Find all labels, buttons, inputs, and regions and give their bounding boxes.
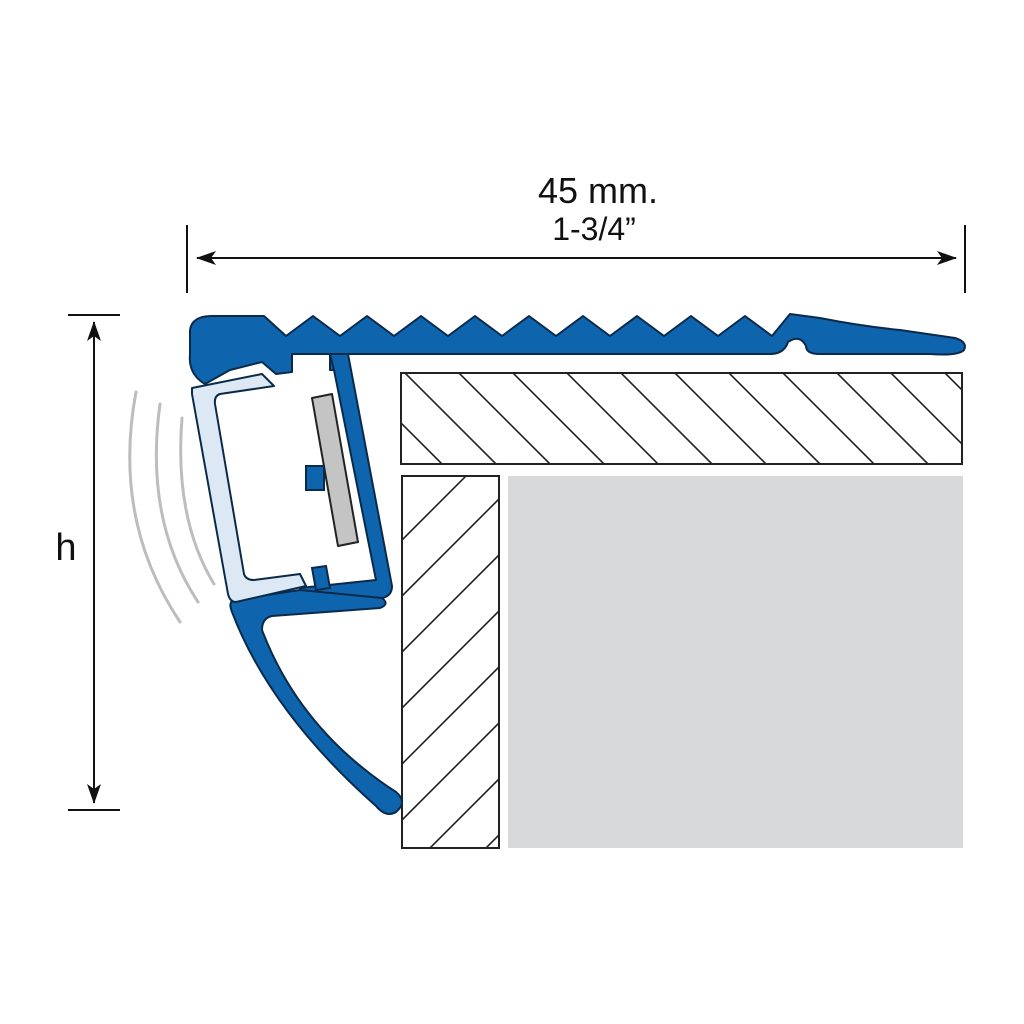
profile-riser-leg bbox=[229, 589, 403, 815]
height-dimension: h bbox=[55, 314, 120, 811]
profile-clip-stub bbox=[310, 564, 332, 592]
tread-hatch bbox=[401, 373, 962, 464]
width-dimension: 45 mm. 1-3/4” bbox=[186, 170, 966, 293]
led-strip-board bbox=[311, 393, 359, 547]
led-chip bbox=[305, 465, 325, 491]
height-label: h bbox=[55, 527, 76, 569]
riser-hatch bbox=[402, 476, 499, 848]
light-waves-icon bbox=[128, 390, 216, 624]
stair-tread bbox=[400, 372, 963, 465]
width-label-metric: 45 mm. bbox=[538, 170, 658, 211]
tread-block bbox=[400, 372, 963, 465]
stair-core-block bbox=[508, 476, 963, 848]
led-strip bbox=[305, 393, 359, 547]
stair-riser bbox=[401, 475, 500, 849]
profile-housing-wall bbox=[299, 353, 393, 605]
width-label-imperial: 1-3/4” bbox=[552, 211, 636, 247]
nosing-profile bbox=[188, 313, 966, 815]
led-diffuser bbox=[191, 373, 307, 603]
riser-block bbox=[401, 475, 500, 849]
